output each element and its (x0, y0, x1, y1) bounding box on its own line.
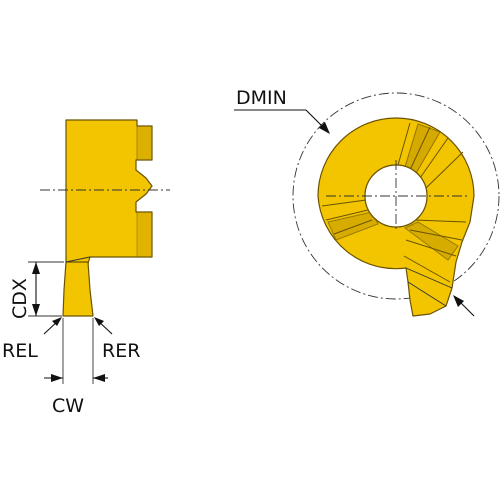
rel-arrow (52, 317, 62, 326)
bevel-lower-left (327, 211, 379, 241)
blade-edge (405, 267, 453, 307)
cw-label: CW (52, 395, 84, 417)
cdx-label: CDX (9, 278, 31, 319)
blade-shoulder-line (65, 256, 91, 263)
insert-blade (62, 261, 94, 317)
groove-lines (321, 122, 467, 283)
dmin-arrow-lower (453, 295, 464, 307)
dmin-circle (292, 92, 500, 300)
side-view: CDX REL RER CW (2, 119, 170, 417)
dmin-arrow (319, 122, 330, 134)
front-view: DMIN (234, 87, 500, 317)
rer-arrow (94, 317, 104, 326)
rel-label: REL (2, 340, 38, 362)
cw-arrow-right (93, 374, 105, 382)
rer-label: RER (102, 340, 140, 362)
dmin-label: DMIN (236, 87, 287, 109)
cdx-arrow-top (32, 262, 40, 274)
cdx-arrow-bottom (32, 304, 40, 316)
notch-shade-upper (136, 125, 153, 161)
cw-arrow-left (51, 374, 63, 382)
notch-shade-lower (136, 211, 153, 258)
